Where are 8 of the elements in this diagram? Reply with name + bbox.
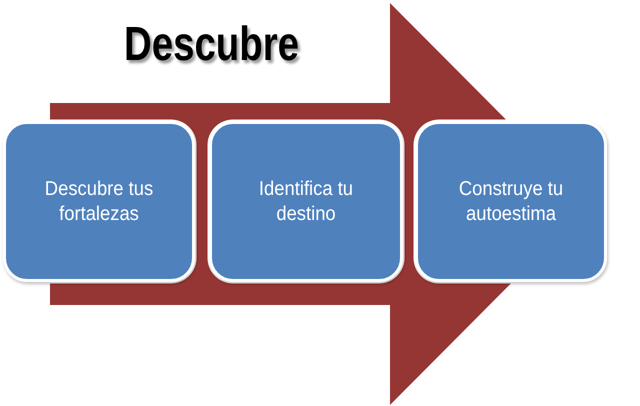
block-arrow xyxy=(50,3,511,405)
process-box xyxy=(3,121,195,282)
step-label: Identifica tu destino xyxy=(258,176,354,226)
process-box xyxy=(209,121,403,282)
step-label: Descubre tus fortalezas xyxy=(44,176,154,226)
process-box xyxy=(415,121,607,282)
title: Descubre xyxy=(124,22,300,73)
step-label: Construye tu autoestima xyxy=(458,176,564,226)
